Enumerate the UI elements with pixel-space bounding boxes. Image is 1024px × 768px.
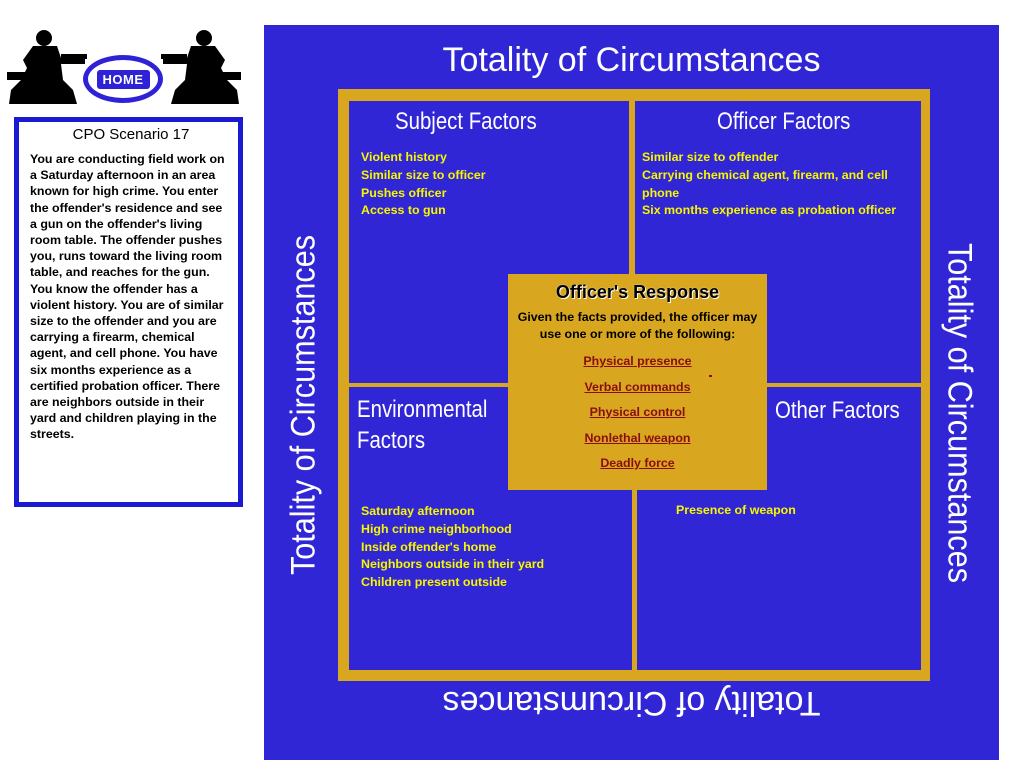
list-item: Saturday afternoon xyxy=(361,504,475,518)
list-item: Children present outside xyxy=(361,575,507,590)
officer-silhouette-icon xyxy=(7,30,87,104)
list-item: Six months experience as probation offic… xyxy=(642,203,897,218)
diagram-title-right: Totality of Circumstances xyxy=(940,242,979,584)
environmental-factors-list: Saturday afternoon High crime neighborho… xyxy=(361,503,544,592)
list-item: Access to gun xyxy=(361,203,446,218)
home-button[interactable]: HOME xyxy=(83,55,163,103)
list-item: Pushes officer xyxy=(361,185,447,200)
list-item: Neighbors outside in their yard xyxy=(361,557,545,572)
list-item: Carrying chemical agent, firearm, and ce… xyxy=(642,167,888,200)
list-item: Presence of weapon xyxy=(676,503,796,517)
response-option-physical-presence[interactable]: Physical presence xyxy=(583,354,692,368)
response-options-list: Physical presence Verbal commands Physic… xyxy=(508,349,767,477)
officer-response-box: Officer's Response Given the facts provi… xyxy=(508,274,767,490)
response-option-deadly-force[interactable]: Deadly force xyxy=(600,456,675,470)
officer-response-description: Given the facts provided, the officer ma… xyxy=(517,310,758,341)
list-item: Similar size to officer xyxy=(361,167,486,182)
scenario-box: CPO Scenario 17 You are conducting field… xyxy=(14,117,243,507)
environmental-factors-title-line2: Factors xyxy=(357,427,426,454)
environmental-factors-title-line1: Environmental xyxy=(357,396,488,423)
totality-diagram: Totality of Circumstances Totality of Ci… xyxy=(264,25,999,760)
diagram-title-left: Totality of Circumstances xyxy=(284,234,323,576)
officer-factors-list: Similar size to offender Carrying chemic… xyxy=(642,149,912,220)
other-factors-list: Presence of weapon xyxy=(676,502,796,520)
subject-factors-list: Violent history Similar size to officer … xyxy=(361,149,486,220)
home-button-label: HOME xyxy=(96,69,150,89)
scenario-title: CPO Scenario 17 xyxy=(72,126,190,143)
response-option-verbal-commands[interactable]: Verbal commands xyxy=(584,379,691,394)
response-option-nonlethal-weapon[interactable]: Nonlethal weapon xyxy=(584,430,691,445)
scenario-body: You are conducting field work on a Satur… xyxy=(30,152,225,442)
diagram-title-top: Totality of Circumstances xyxy=(442,41,821,79)
list-item: High crime neighborhood xyxy=(361,521,512,536)
officer-silhouette-icon xyxy=(161,30,241,104)
list-item: Violent history xyxy=(361,150,447,164)
diagram-title-bottom: Totality of Circumstances xyxy=(442,684,821,722)
officer-response-title: Officer's Response xyxy=(555,282,720,302)
list-item: Inside offender's home xyxy=(361,539,497,554)
other-factors-title: Other Factors xyxy=(775,397,900,424)
officer-factors-title: Officer Factors xyxy=(717,108,851,135)
response-option-physical-control[interactable]: Physical control xyxy=(589,405,686,419)
logo-officers-icon xyxy=(7,30,241,104)
cursor-dot xyxy=(709,375,712,377)
subject-factors-title: Subject Factors xyxy=(395,108,537,135)
list-item: Similar size to offender xyxy=(642,150,779,164)
